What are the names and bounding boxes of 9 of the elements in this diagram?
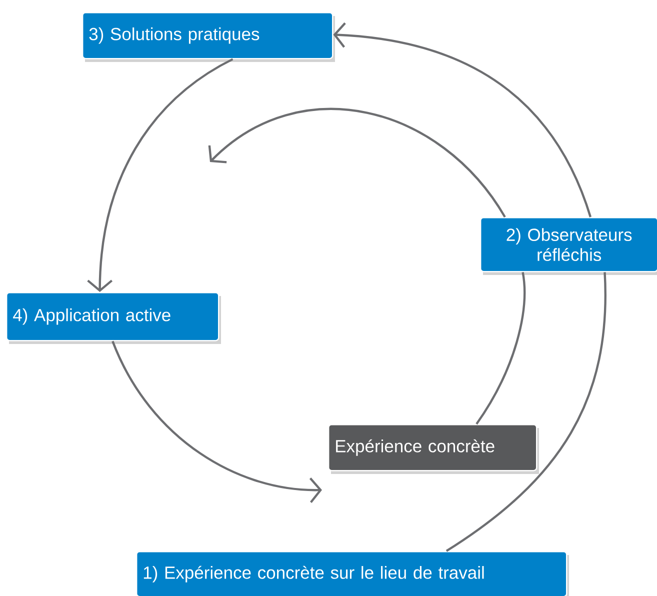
process-box: Expérience concrète xyxy=(328,424,538,472)
process-box: 3) Solutions pratiques xyxy=(82,12,334,60)
arrow xyxy=(87,58,234,292)
arrow xyxy=(208,108,506,218)
process-box: 1) Expérience concrète sur le lieu de travail xyxy=(136,551,568,596)
arrow xyxy=(112,340,322,503)
process-box: 2) Observateurs réfléchis xyxy=(480,217,657,272)
process-box: 4) Application active xyxy=(6,292,220,342)
arrow xyxy=(333,22,592,218)
